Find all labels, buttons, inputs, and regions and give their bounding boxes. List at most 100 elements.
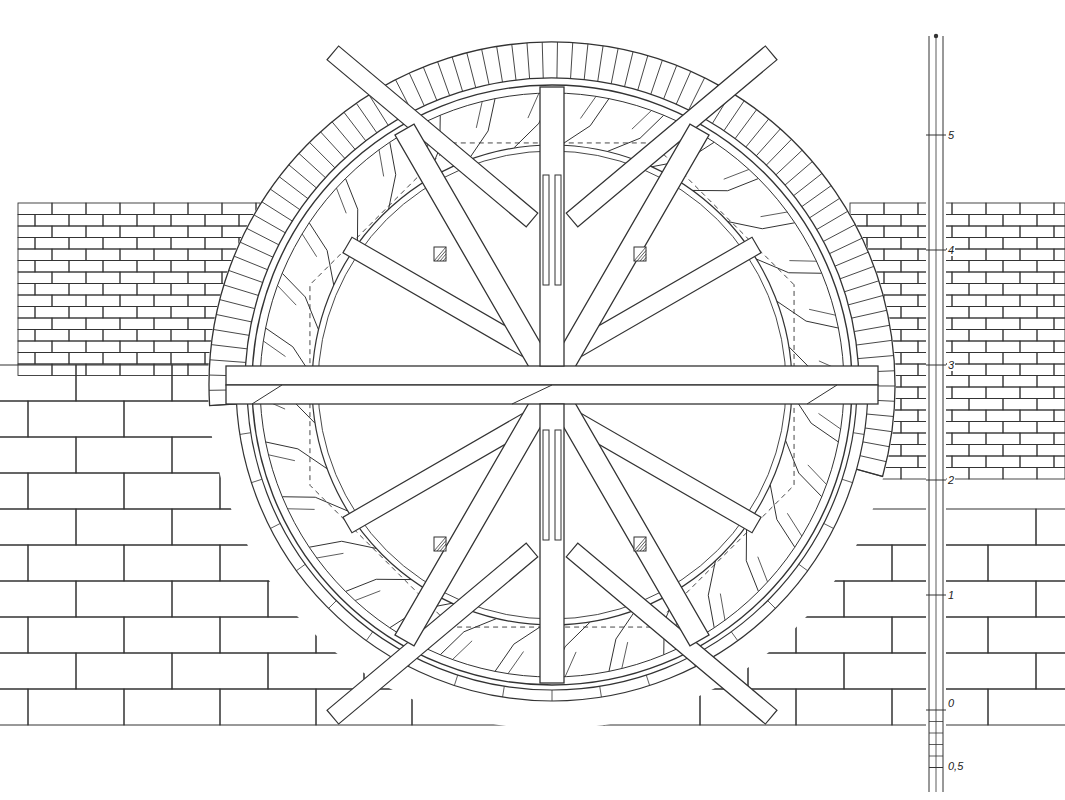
bucket-board bbox=[708, 561, 715, 628]
bucket-board-back bbox=[508, 651, 524, 673]
brick bbox=[188, 203, 222, 215]
brick bbox=[1037, 445, 1065, 457]
brick bbox=[35, 238, 69, 250]
brick bbox=[1054, 364, 1065, 376]
brick bbox=[171, 261, 205, 273]
bucket-board-back bbox=[720, 594, 725, 621]
voussoir-joint bbox=[829, 238, 862, 253]
hatched-wedge bbox=[634, 247, 646, 261]
bucket-board bbox=[770, 485, 795, 547]
pit-ground bbox=[208, 41, 896, 729]
scale-rail bbox=[929, 36, 930, 792]
bucket-board-back bbox=[565, 652, 576, 677]
voussoir-joint bbox=[611, 48, 618, 83]
hatch-line bbox=[434, 247, 446, 261]
voussoir-joint bbox=[467, 53, 476, 88]
stone-block bbox=[0, 509, 76, 545]
brick bbox=[1054, 272, 1065, 284]
channel-joint bbox=[824, 523, 834, 528]
scale-number: 2 bbox=[947, 474, 955, 486]
voussoir-joint bbox=[664, 65, 677, 99]
brick bbox=[1037, 468, 1065, 480]
brick bbox=[1054, 226, 1065, 238]
brick bbox=[86, 249, 120, 261]
brick bbox=[1037, 215, 1065, 227]
brick bbox=[1054, 318, 1065, 330]
voussoir-joint bbox=[211, 345, 247, 349]
brick bbox=[1003, 468, 1037, 480]
stone-block bbox=[940, 509, 1036, 545]
bucket-board-back bbox=[453, 641, 473, 660]
hatch-line bbox=[440, 544, 446, 551]
stone-block bbox=[1036, 509, 1065, 545]
bucket-board-back bbox=[268, 455, 294, 461]
voussoir-joint bbox=[676, 71, 691, 104]
hatched-wedge bbox=[434, 537, 446, 551]
bucket-board-back bbox=[336, 188, 346, 213]
brick bbox=[986, 203, 1020, 215]
scale-minor-tick bbox=[929, 767, 943, 768]
stone-block bbox=[220, 617, 316, 653]
voussoir-joint bbox=[724, 101, 744, 131]
brick bbox=[103, 215, 137, 227]
brick bbox=[154, 272, 188, 284]
bucket-board-back bbox=[787, 513, 802, 536]
brick bbox=[952, 272, 986, 284]
brick bbox=[884, 203, 918, 215]
brick bbox=[1037, 353, 1065, 365]
brick bbox=[171, 330, 205, 342]
voussoir-joint bbox=[858, 356, 894, 359]
stone-block bbox=[0, 617, 28, 653]
stone-block bbox=[76, 437, 172, 473]
bucket-board-back bbox=[288, 508, 315, 510]
brick bbox=[1037, 261, 1065, 273]
brick bbox=[969, 468, 1003, 480]
channel-joint bbox=[768, 601, 776, 609]
voussoir-joint bbox=[840, 266, 874, 278]
brick bbox=[969, 238, 1003, 250]
brick bbox=[69, 307, 103, 319]
voussoir-joint bbox=[802, 186, 831, 207]
stone-block bbox=[76, 509, 172, 545]
scarf-joint bbox=[807, 385, 837, 404]
bucket-board bbox=[561, 99, 609, 146]
brick bbox=[69, 330, 103, 342]
bucket-board-back bbox=[302, 234, 317, 257]
hatch-line bbox=[440, 254, 446, 261]
brick bbox=[969, 399, 1003, 411]
brick bbox=[35, 353, 69, 365]
voussoir-joint bbox=[854, 325, 889, 331]
brick bbox=[137, 284, 171, 296]
brick bbox=[986, 387, 1020, 399]
scale-number: 0,5 bbox=[947, 760, 964, 772]
brick bbox=[884, 456, 918, 468]
brick bbox=[52, 295, 86, 307]
brick bbox=[52, 364, 86, 376]
bucket-board-back bbox=[622, 642, 628, 668]
bucket-board-back bbox=[277, 286, 296, 306]
voussoir-joint bbox=[262, 202, 292, 221]
brick bbox=[154, 203, 188, 215]
brick bbox=[1003, 422, 1037, 434]
hatch-line bbox=[643, 548, 646, 552]
brick bbox=[171, 238, 205, 250]
brick bbox=[986, 272, 1020, 284]
brick bbox=[120, 272, 154, 284]
brick bbox=[1020, 456, 1054, 468]
brick bbox=[969, 215, 1003, 227]
voussoir-joint bbox=[216, 314, 251, 321]
brick bbox=[1003, 445, 1037, 457]
stone-block bbox=[124, 689, 220, 725]
hatch-line bbox=[640, 254, 646, 261]
stone-block bbox=[0, 545, 28, 581]
bucket-board bbox=[468, 99, 495, 160]
brick bbox=[137, 307, 171, 319]
stone-block bbox=[1036, 653, 1065, 689]
brick bbox=[884, 272, 918, 284]
brick bbox=[69, 238, 103, 250]
hatch-line bbox=[640, 544, 646, 551]
brick bbox=[986, 295, 1020, 307]
brick bbox=[1003, 330, 1037, 342]
brick bbox=[137, 238, 171, 250]
